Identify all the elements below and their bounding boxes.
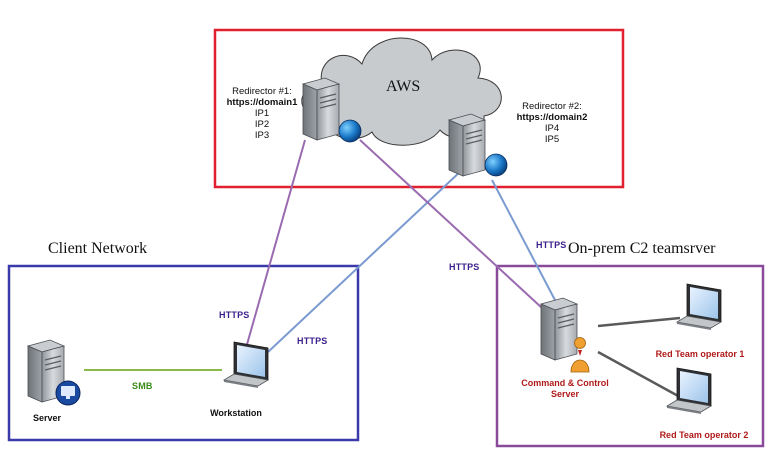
aws-zone [213, 28, 625, 189]
redirector2-name: Redirector #2: [522, 101, 582, 112]
redirector1-domain: https://domain1 [226, 97, 298, 108]
link-ws-redirector1 [243, 139, 306, 356]
redirector2-ip: IP5 [544, 134, 560, 145]
cloud-icon [301, 37, 502, 146]
redirector1-name: Redirector #1: [232, 86, 292, 97]
link-c2-redirector1 [359, 139, 543, 309]
redirector1-ip: IP1 [254, 108, 270, 119]
c2-server-label: Command & Control Server [510, 378, 620, 400]
https-label-c2-r2: HTTPS [536, 240, 567, 250]
redirector1-ip: IP3 [254, 130, 270, 141]
https-label-ws-r1: HTTPS [219, 310, 250, 320]
https-label-ws-r2: HTTPS [297, 336, 328, 346]
laptop-icon [676, 283, 722, 331]
redirector2-label: Redirector #2: https://domain2 IP4 IP5 [510, 101, 594, 145]
https-label-c2-r1: HTTPS [449, 262, 480, 272]
client-network-zone [7, 264, 360, 442]
onprem-zone [495, 264, 765, 448]
server-icon [302, 77, 340, 141]
laptop-icon [223, 341, 269, 389]
monitor-badge-icon [55, 380, 81, 406]
server-icon [540, 297, 578, 361]
link-c2-op2 [597, 350, 681, 399]
workstation-label: Workstation [210, 408, 262, 418]
link-ws-redirector2 [267, 169, 463, 353]
onprem-zone-label: On-prem C2 teamsrver [568, 240, 716, 257]
redirector2-ip: IP4 [544, 123, 560, 134]
redirector1-ip: IP2 [254, 119, 270, 130]
redirector2-domain: https://domain2 [516, 112, 588, 123]
c2-label-line: Server [550, 389, 580, 399]
smb-label: SMB [132, 381, 153, 391]
operator1-label: Red Team operator 1 [655, 349, 745, 359]
c2-label-line: Command & Control [521, 378, 609, 388]
globe-icon [484, 153, 508, 177]
link-c2-op1 [597, 316, 681, 328]
link-c2-redirector2 [491, 179, 557, 303]
operator2-label: Red Team operator 2 [659, 430, 749, 440]
client-network-label: Client Network [48, 240, 148, 257]
redirector1-label: Redirector #1: https://domain1 IP1 IP2 I… [220, 86, 304, 141]
server-label: Server [32, 413, 62, 423]
server-icon [448, 113, 486, 177]
person-icon [570, 337, 590, 373]
laptop-icon [666, 367, 712, 415]
globe-icon [338, 119, 362, 143]
aws-zone-label: AWS [386, 78, 421, 95]
